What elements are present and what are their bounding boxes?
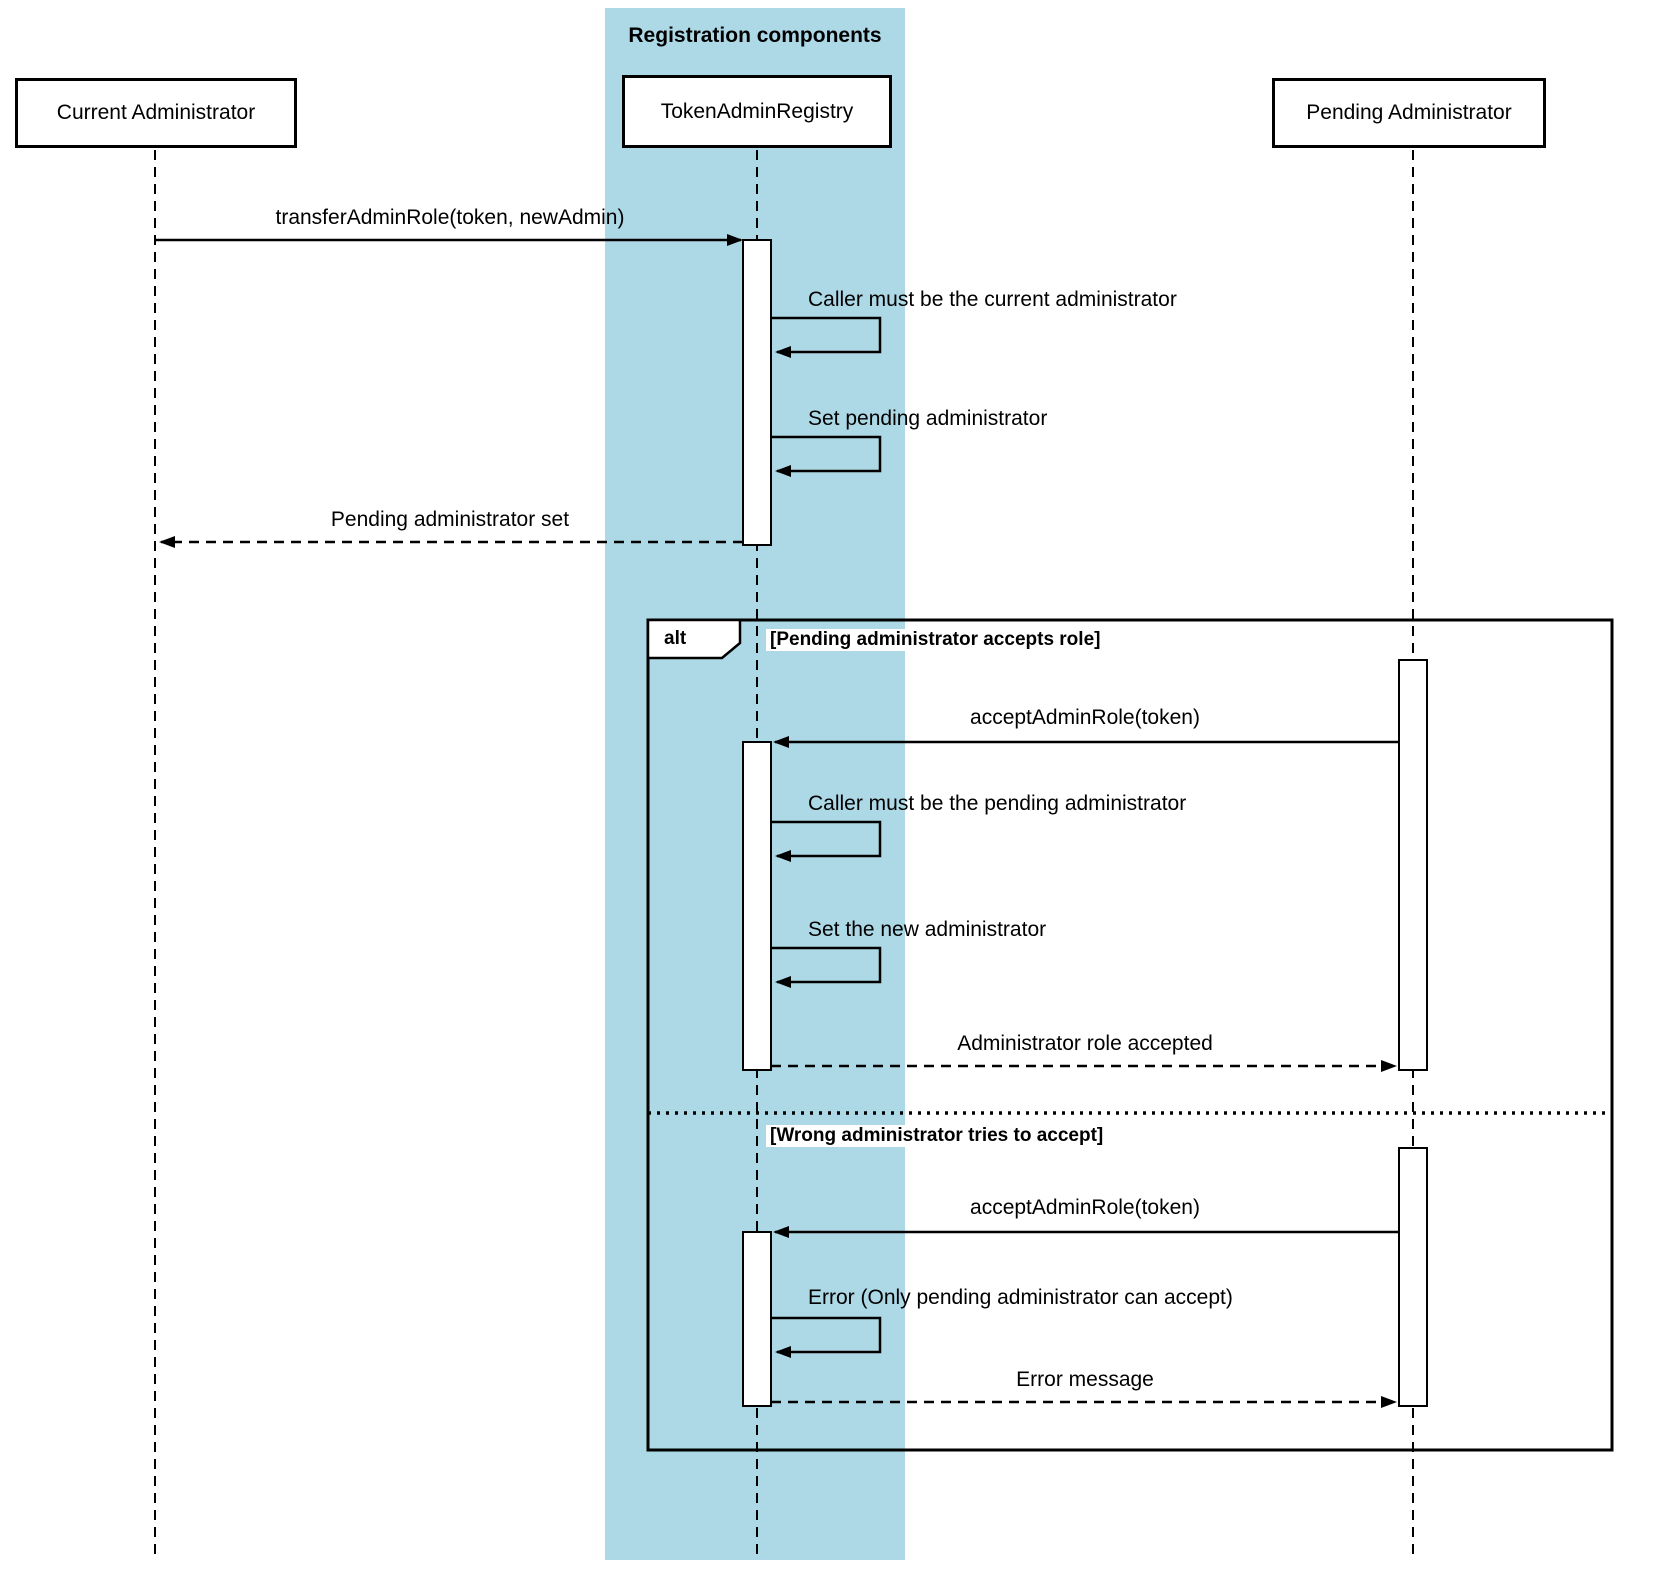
participant-label: Current Administrator (56, 101, 256, 124)
group-title: Registration components (628, 24, 882, 47)
message-label-set-new: Set the new administrator (808, 918, 1047, 941)
message-label-caller-current: Caller must be the current administrator (808, 288, 1177, 311)
activation-registry-1 (742, 239, 772, 546)
message-label-pending-set: Pending administrator set (330, 508, 570, 531)
alt-condition-2: [Wrong administrator tries to accept] (766, 1125, 1108, 1147)
activation-pending-1 (1398, 659, 1428, 1071)
participant-label: TokenAdminRegistry (660, 99, 854, 123)
message-label-error-message: Error message (1016, 1368, 1154, 1391)
arrow-self-caller-pending (771, 820, 882, 862)
alt-frame (646, 618, 1614, 1452)
message-label-accept-admin-role-1: acceptAdminRole(token) (970, 706, 1200, 729)
participant-current-administrator: Current Administrator (15, 78, 297, 148)
message-label-accept-admin-role-2: acceptAdminRole(token) (970, 1196, 1200, 1219)
message-label-set-pending: Set pending administrator (808, 407, 1048, 430)
activation-pending-2 (1398, 1147, 1428, 1407)
arrow-self-set-new (771, 946, 882, 988)
arrow-self-caller-current (771, 316, 882, 358)
participant-label: Pending Administrator (1306, 101, 1512, 124)
message-label-error-only-pending: Error (Only pending administrator can ac… (808, 1286, 1233, 1309)
message-label-transfer-admin-role: transferAdminRole(token, newAdmin) (275, 206, 625, 229)
alt-frame-label-pentagon (646, 618, 742, 660)
arrow-self-error-only-pending (771, 1316, 882, 1358)
alt-condition-1: [Pending administrator accepts role] (766, 629, 1105, 651)
alt-operator-label: alt (664, 628, 687, 649)
participant-pending-administrator: Pending Administrator (1272, 78, 1546, 148)
activation-registry-3 (742, 1231, 772, 1407)
arrow-self-set-pending (771, 435, 882, 477)
message-label-role-accepted: Administrator role accepted (957, 1032, 1213, 1055)
participant-token-admin-registry: TokenAdminRegistry (622, 75, 892, 148)
message-label-caller-pending: Caller must be the pending administrator (808, 792, 1187, 815)
activation-registry-2 (742, 741, 772, 1071)
